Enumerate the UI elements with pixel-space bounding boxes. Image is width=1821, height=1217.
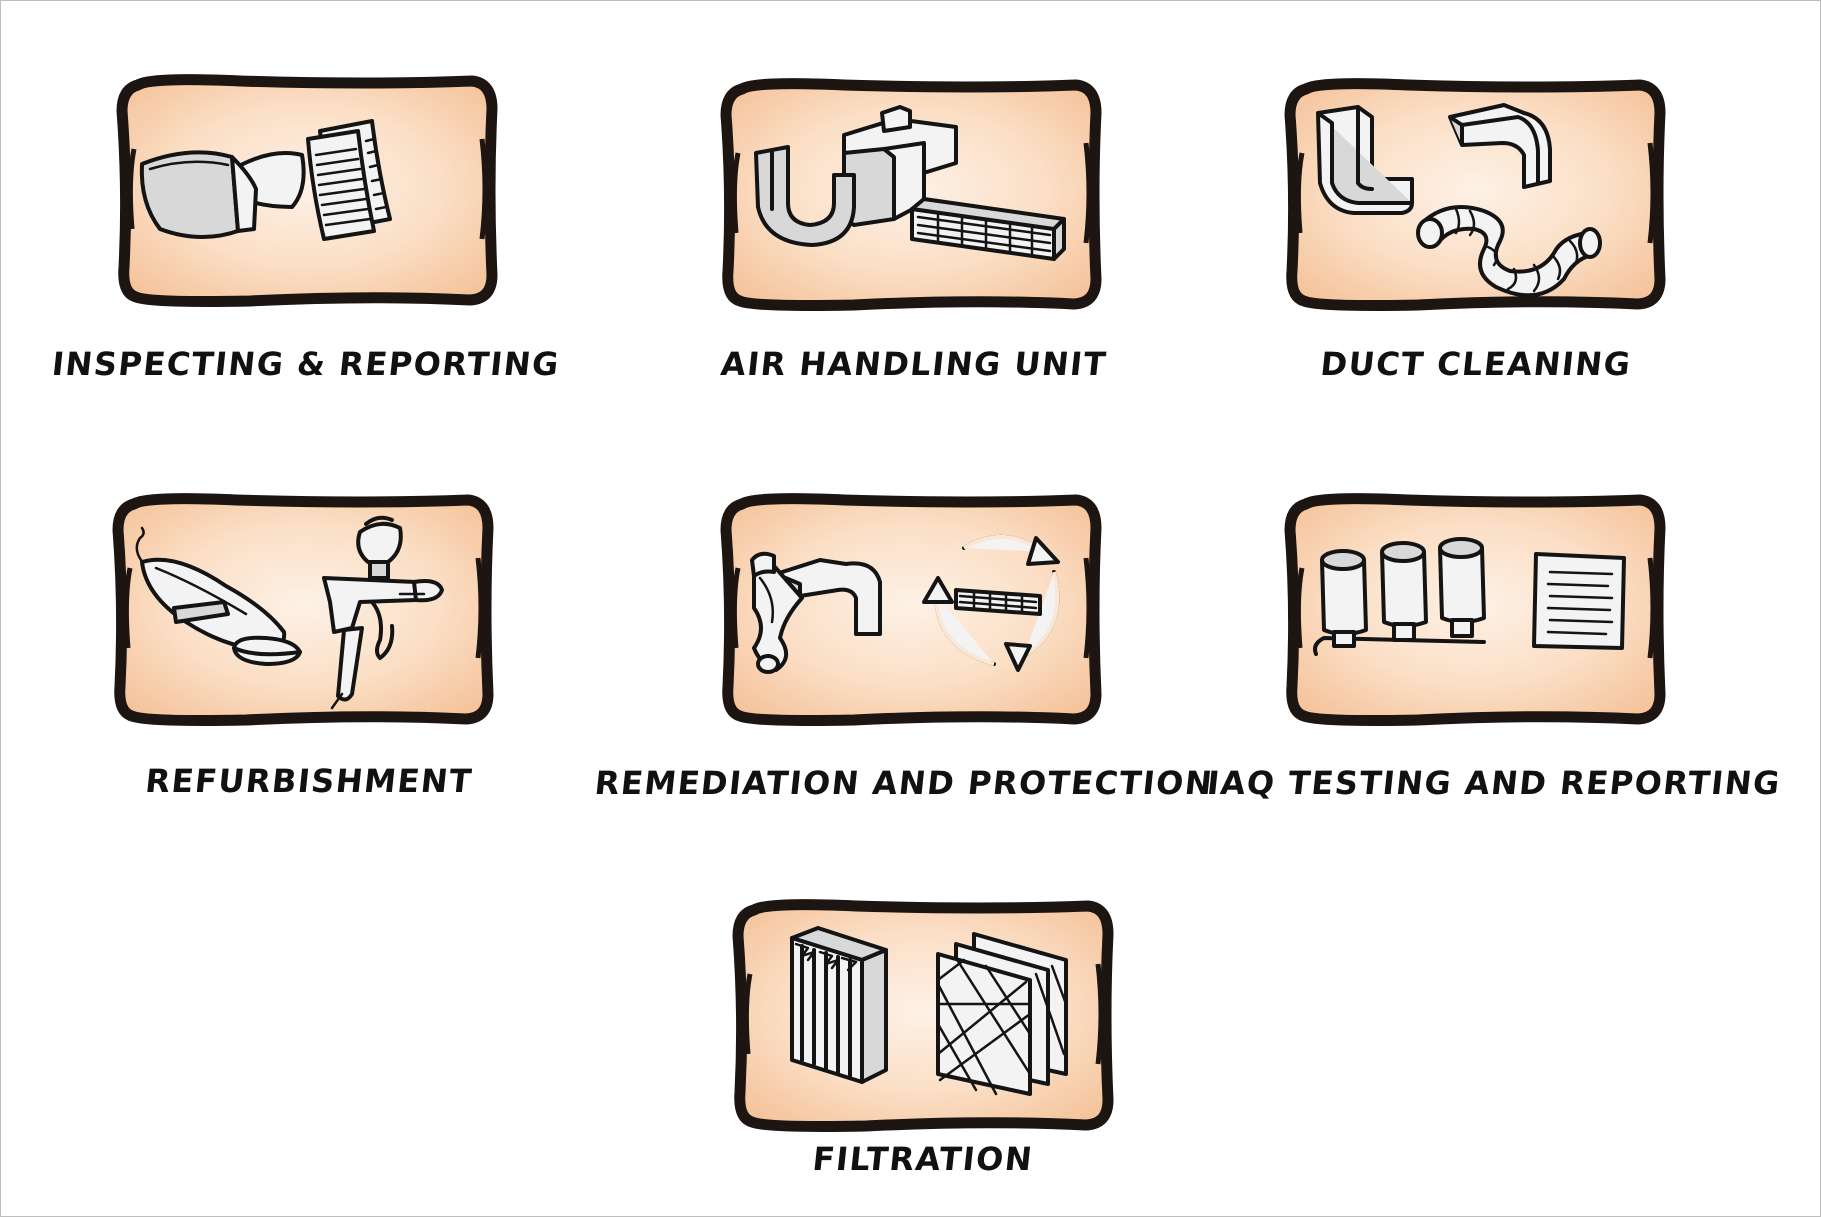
report-sheet-icon	[1532, 552, 1626, 650]
service-label-air-handling: AIR HANDLING UNIT	[719, 345, 1109, 383]
service-tile-filtration[interactable]	[736, 904, 1110, 1127]
inspecting-tile-art	[120, 79, 494, 302]
service-label-duct-cleaning: DUCT CLEANING	[1318, 345, 1634, 383]
air-handling-unit-icon	[754, 105, 958, 247]
service-tile-refurbishment[interactable]	[116, 498, 490, 721]
flex-duct-icon	[1416, 205, 1602, 298]
grille-icon	[910, 197, 1066, 261]
service-label-remediation: REMEDIATION AND PROTECTION	[592, 764, 1216, 802]
panel-filters-icon	[936, 932, 1068, 1096]
documents-icon	[306, 119, 392, 241]
filtration-tile-art	[736, 904, 1110, 1127]
service-label-inspecting: INSPECTING & REPORTING	[50, 345, 562, 383]
duct-box-icon	[139, 150, 306, 239]
remediation-tile-art	[724, 498, 1098, 721]
service-tile-iaq-testing[interactable]	[1288, 498, 1662, 721]
iaq-testing-tile-art	[1288, 498, 1662, 721]
spray-gun-icon	[322, 515, 444, 710]
service-tile-inspecting[interactable]	[120, 79, 494, 302]
pleated-filter-icon	[790, 926, 888, 1084]
service-tile-duct-cleaning[interactable]	[1288, 83, 1662, 306]
service-label-iaq-testing: IAQ TESTING AND REPORTING	[1205, 764, 1783, 802]
refurbishment-tile-art	[116, 498, 490, 721]
recycle-grille-icon	[922, 535, 1060, 672]
wrapped-duct-icon	[750, 551, 882, 674]
service-tile-remediation[interactable]	[724, 498, 1098, 721]
service-tile-air-handling[interactable]	[724, 83, 1098, 306]
service-label-filtration: FILTRATION	[810, 1140, 1036, 1178]
duct-elbow-icon	[1316, 103, 1552, 215]
duct-cleaning-tile-art	[1288, 83, 1662, 306]
air-handling-tile-art	[724, 83, 1098, 306]
sample-canisters-icon	[1313, 537, 1486, 656]
sander-icon	[135, 526, 302, 666]
service-label-refurbishment: REFURBISHMENT	[143, 762, 475, 800]
